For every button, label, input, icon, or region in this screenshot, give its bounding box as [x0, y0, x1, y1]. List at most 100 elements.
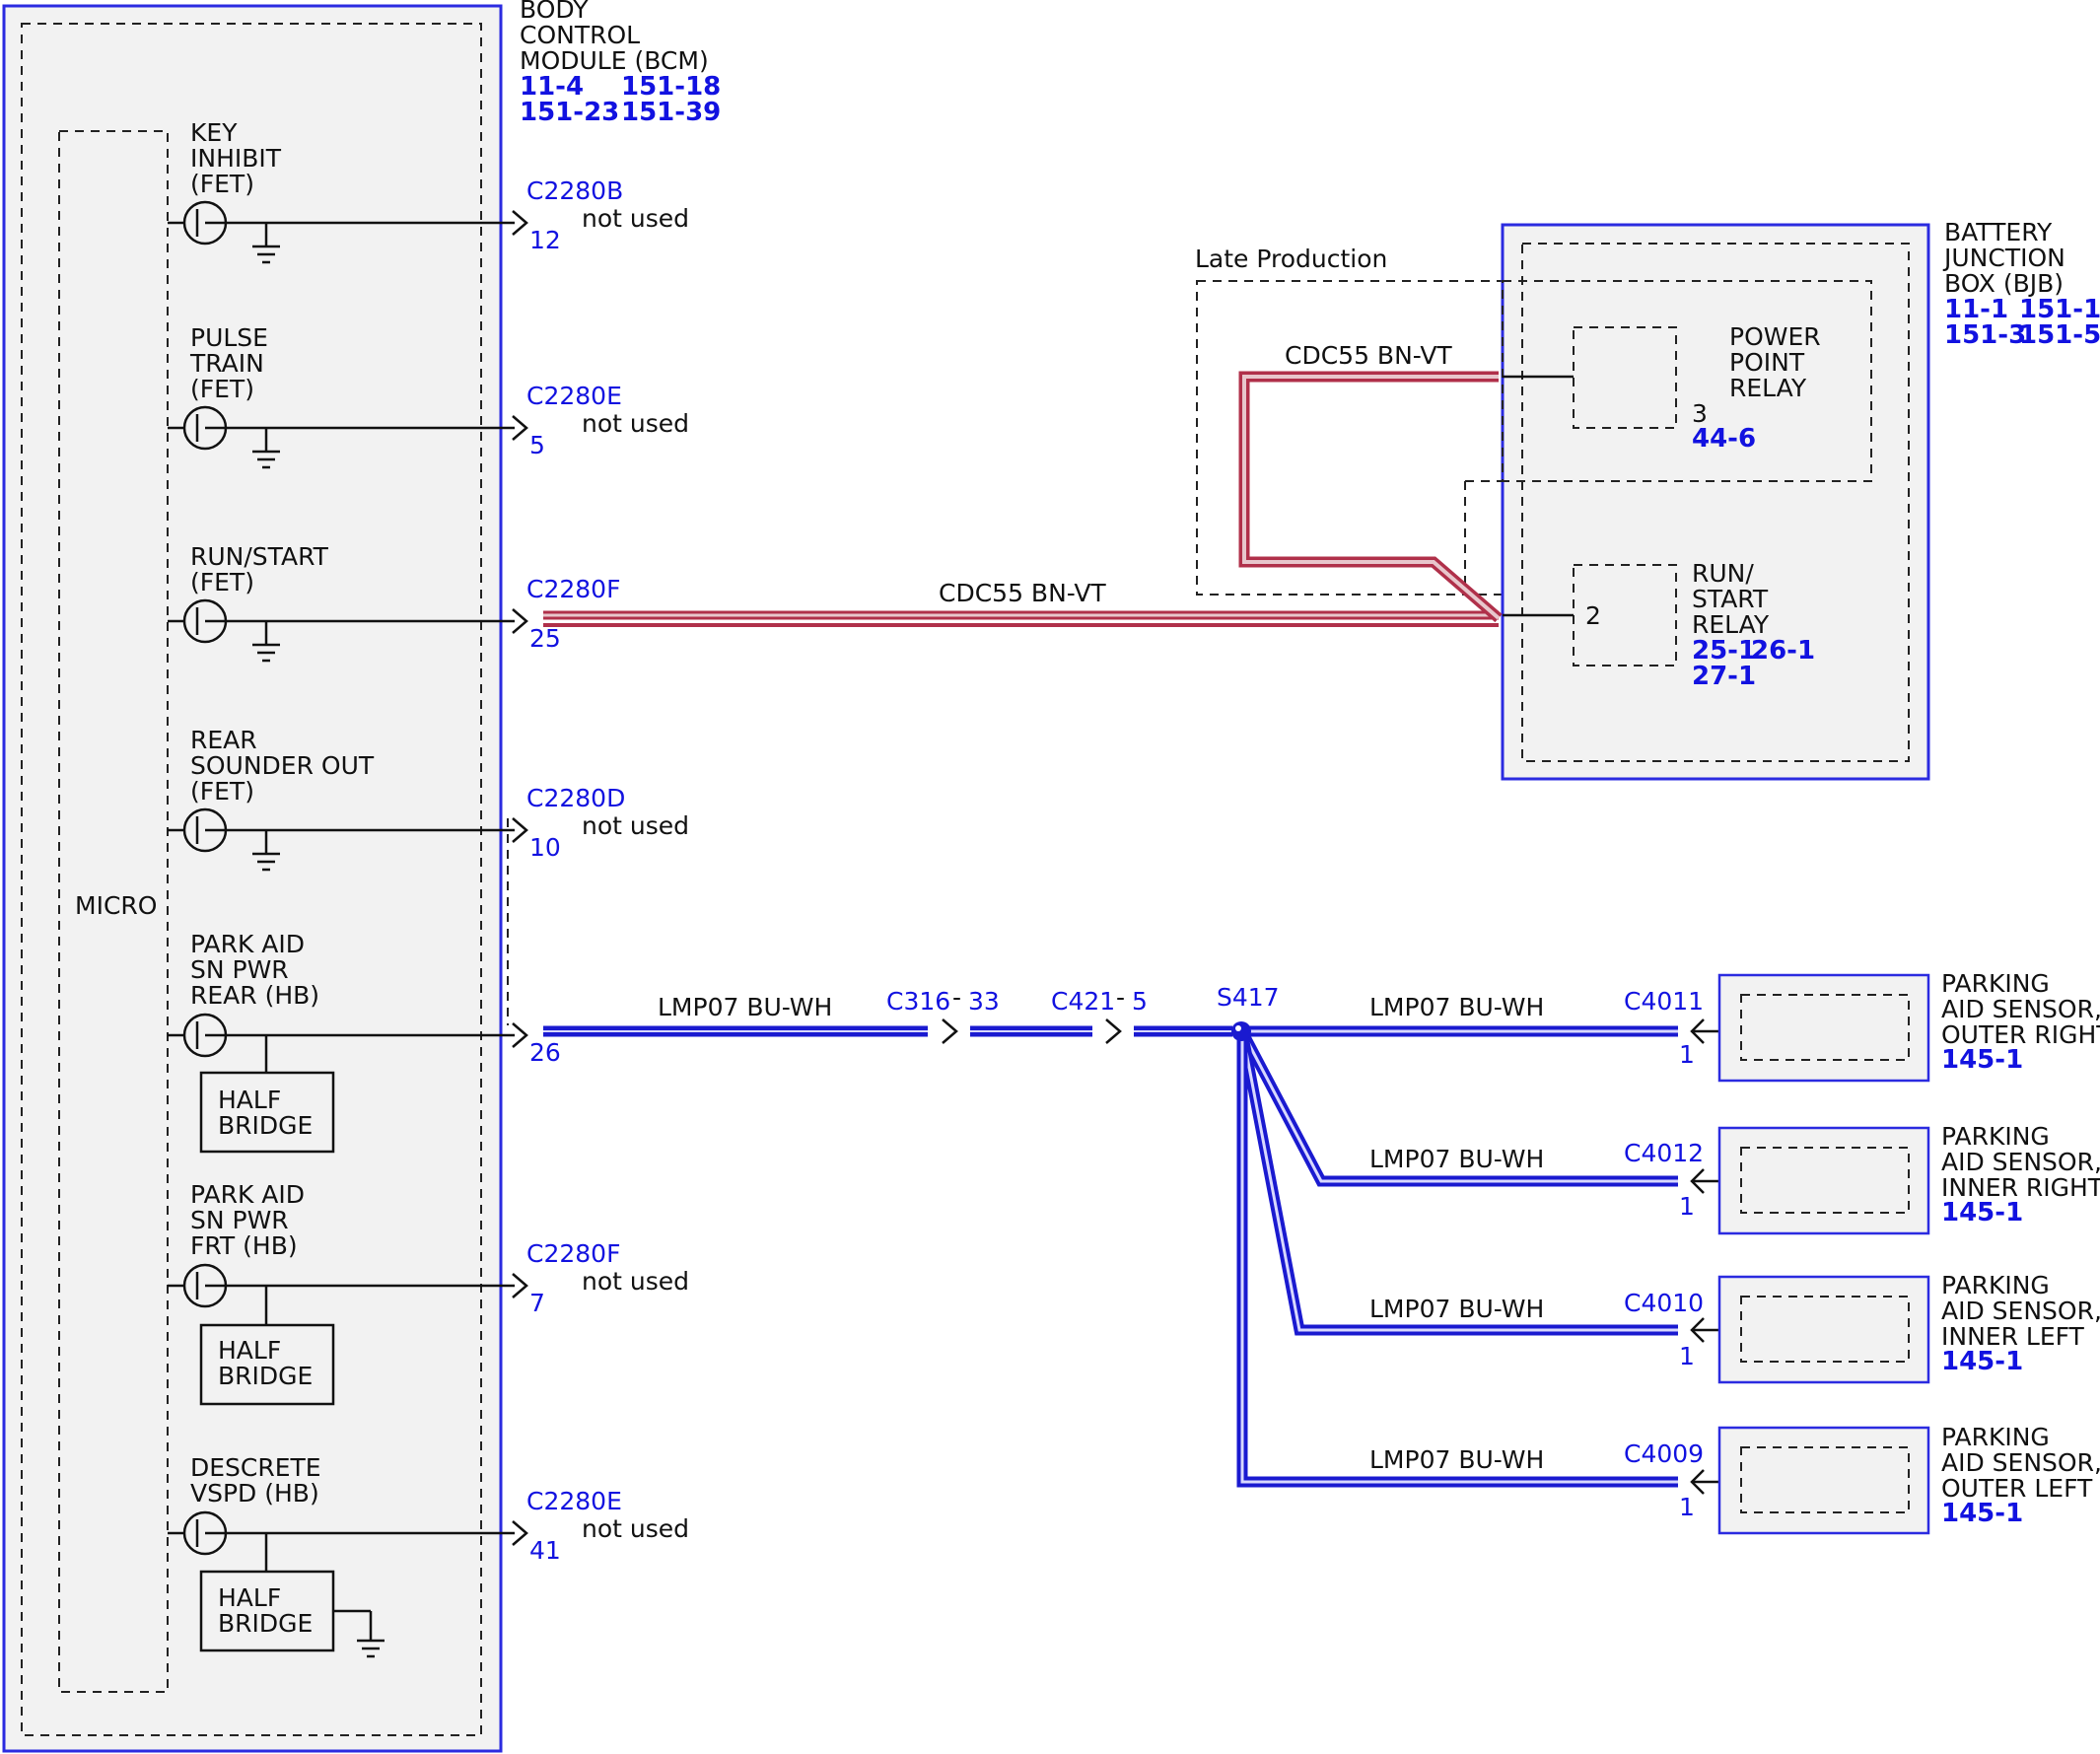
connector-id[interactable]: C4012 — [1624, 1139, 1704, 1167]
inline-pin: 5 — [1132, 987, 1148, 1016]
circuit-label: LMP07 BU-WH — [658, 993, 832, 1021]
output-label: TRAIN — [189, 349, 264, 378]
bcm-ref[interactable]: 151-39 — [621, 98, 721, 127]
bjb-ref[interactable]: 151-1 — [2019, 295, 2100, 324]
circuit-label: LMP07 BU-WH — [1369, 1295, 1544, 1323]
sensor-name: OUTER RIGHT — [1941, 1020, 2100, 1049]
sensor-ref[interactable]: 145-1 — [1941, 1045, 2023, 1075]
sensor-module[interactable] — [1717, 1426, 1930, 1535]
sensor-ref[interactable]: 145-1 — [1941, 1198, 2023, 1228]
output-label: REAR (HB) — [190, 981, 319, 1010]
connector-arrow-icon — [512, 1022, 528, 1048]
bcm-ref[interactable]: 11-4 — [520, 72, 584, 102]
output-park-aid-front: PARK AID SN PWR FRT (HB) HALF BRIDGE C22… — [168, 1180, 689, 1406]
connector-arrow-icon — [942, 1018, 958, 1044]
power-point-relay-box[interactable] — [1573, 326, 1677, 429]
sensor-inner-left: LMP07 BU-WH C4010 1 PARKING AID SENSOR, … — [1369, 1271, 2100, 1384]
sensor-module[interactable] — [1717, 973, 1930, 1083]
micro-label: MICRO — [75, 891, 157, 920]
relay-ref[interactable]: 44-6 — [1692, 424, 1756, 454]
bcm-ref[interactable]: 151-23 — [520, 98, 619, 127]
lmp07-wire-segment[interactable] — [970, 1025, 1092, 1037]
not-used-label: not used — [582, 409, 689, 438]
bjb-inner-boundary — [1521, 243, 1910, 762]
connector-id[interactable]: C4010 — [1624, 1289, 1704, 1317]
cdc55-wire-late[interactable] — [1238, 371, 1503, 623]
circuit-label: CDC55 BN-VT — [1285, 341, 1452, 370]
half-bridge-label: BRIDGE — [218, 1609, 313, 1638]
sensor-name: INNER RIGHT — [1941, 1173, 2100, 1202]
relay-ref[interactable]: 25-1 — [1692, 636, 1756, 666]
relay-label: POWER — [1729, 322, 1821, 351]
lmp07-wire-segment[interactable] — [543, 1025, 928, 1037]
half-bridge-label: HALF — [218, 1336, 281, 1365]
connector-id[interactable]: C2280F — [526, 1239, 620, 1268]
pin-number: 41 — [529, 1536, 561, 1565]
bjb-title-line: BATTERY — [1944, 218, 2053, 246]
bjb-ref[interactable]: 151-5 — [2019, 320, 2100, 350]
connector-arrow-icon — [512, 415, 528, 441]
splice-dot[interactable] — [1231, 1021, 1251, 1041]
bjb-ref[interactable]: 151-3 — [1944, 320, 2026, 350]
inline-pin: 33 — [968, 987, 1000, 1016]
output-label: SN PWR — [190, 955, 289, 984]
pin-number: 5 — [529, 431, 545, 459]
inline-connector-id[interactable]: C421 — [1051, 987, 1115, 1016]
bcm-title-line: BODY — [520, 0, 589, 24]
sensor-outer-left: LMP07 BU-WH C4009 1 PARKING AID SENSOR, … — [1369, 1423, 2100, 1535]
half-bridge-label: BRIDGE — [218, 1111, 313, 1140]
connector-id[interactable]: C2280F — [526, 575, 620, 603]
connector-arrow-icon — [512, 608, 528, 634]
inline-connector-id[interactable]: C316 — [886, 987, 950, 1016]
bcm-outline — [2, 4, 503, 1753]
splice-id[interactable]: S417 — [1217, 983, 1280, 1012]
output-label: RUN/START — [190, 542, 329, 571]
sensor-ref[interactable]: 145-1 — [1941, 1347, 2023, 1376]
connector-arrow-icon — [512, 1273, 528, 1298]
connector-arrow-icon — [512, 817, 528, 843]
pin-number: 1 — [1679, 1192, 1695, 1221]
cdc55-wires[interactable]: CDC55 BN-VT CDC55 BN-VT — [543, 341, 1503, 627]
connector-id[interactable]: C2280D — [526, 784, 625, 812]
inline-dash: - — [952, 983, 961, 1012]
pin-number: 12 — [529, 226, 561, 254]
sensor-module[interactable] — [1717, 1126, 1930, 1235]
output-label: PARK AID — [190, 930, 305, 958]
relay-ref[interactable]: 27-1 — [1692, 662, 1756, 691]
lmp07-wires[interactable]: LMP07 BU-WH C316 - 33 C421 - 5 S417 — [543, 983, 1678, 1488]
sensor-inner-right: LMP07 BU-WH C4012 1 PARKING AID SENSOR, … — [1369, 1122, 2100, 1235]
bjb-title: BATTERY JUNCTION BOX (BJB) 11-1 151-1 15… — [1942, 218, 2100, 350]
connector-id[interactable]: C2280E — [526, 382, 622, 410]
not-used-label: not used — [582, 1514, 689, 1543]
bcm-ref[interactable]: 151-18 — [621, 72, 721, 102]
circuit-label: LMP07 BU-WH — [1369, 993, 1544, 1021]
sensor-name: PARKING — [1941, 1423, 2050, 1451]
bjb-outline — [1501, 223, 1930, 781]
output-label: KEY — [190, 118, 238, 147]
connector-id[interactable]: C4009 — [1624, 1439, 1704, 1468]
sensor-name: AID SENSOR, — [1941, 995, 2100, 1023]
pin-number: 26 — [529, 1038, 561, 1067]
output-label: (FET) — [190, 777, 254, 806]
sensor-name: PARKING — [1941, 1122, 2050, 1151]
connector-id[interactable]: C4011 — [1624, 987, 1704, 1016]
relay-label: RELAY — [1729, 374, 1807, 402]
not-used-label: not used — [582, 204, 689, 233]
output-label: SOUNDER OUT — [190, 751, 375, 780]
relay-pin: 2 — [1585, 601, 1601, 630]
connector-id[interactable]: C2280B — [526, 176, 623, 205]
lmp07-wire-segment[interactable] — [1134, 1025, 1232, 1037]
relay-label: RELAY — [1692, 610, 1770, 639]
sensor-module[interactable] — [1717, 1275, 1930, 1384]
relay-label: RUN/ — [1692, 559, 1754, 588]
sensor-name: OUTER LEFT — [1941, 1474, 2093, 1503]
relay-ref[interactable]: 26-1 — [1751, 636, 1815, 666]
bjb-ref[interactable]: 11-1 — [1944, 295, 2008, 324]
connector-id[interactable]: C2280E — [526, 1487, 622, 1515]
sensor-ref[interactable]: 145-1 — [1941, 1499, 2023, 1528]
sensor-name: AID SENSOR, — [1941, 1297, 2100, 1325]
half-bridge-box — [199, 1071, 335, 1154]
output-key-inhibit: KEY INHIBIT (FET) C2280B 12 not used — [168, 118, 689, 264]
lmp07-branch[interactable] — [1236, 1031, 1678, 1488]
